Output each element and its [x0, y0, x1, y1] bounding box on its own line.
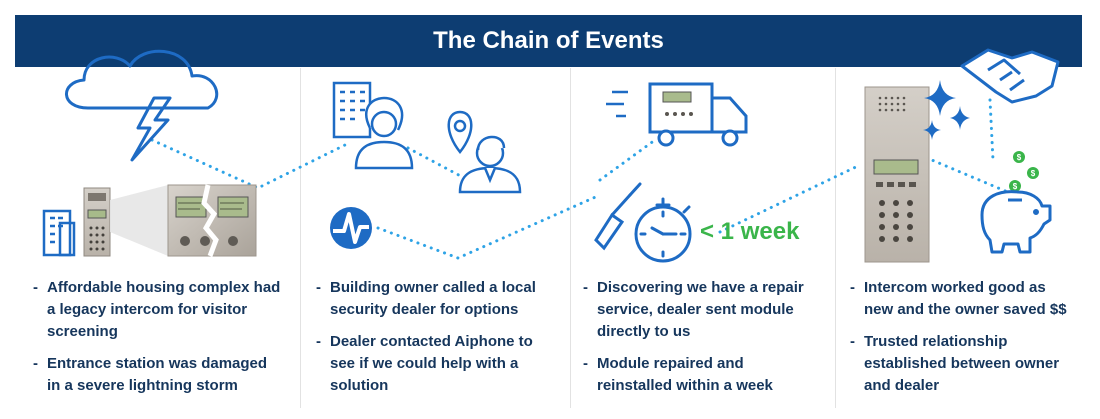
bullet-text: Dealer contacted Aiphone to see if we co… [330, 333, 533, 394]
bullet-text: Discovering we have a repair service, de… [597, 279, 804, 340]
step-3-text: -Discovering we have a repair service, d… [583, 277, 813, 407]
bullet-marker: - [850, 333, 855, 350]
woman-avatar-icon [354, 96, 414, 170]
office-building-icon [332, 81, 372, 139]
bullet-marker: - [583, 355, 588, 372]
bullet-marker: - [583, 279, 588, 296]
bullet-text: Affordable housing complex had a legacy … [47, 279, 281, 340]
piggy-bank-icon [980, 190, 1052, 254]
list-item: -Trusted relationship established betwee… [850, 331, 1078, 397]
repair-time-callout: < 1 week [700, 218, 800, 245]
bullet-text: Module repaired and reinstalled within a… [597, 355, 773, 394]
list-item: -Discovering we have a repair service, d… [583, 277, 813, 343]
svg-text:$: $ [1017, 153, 1022, 162]
step-4-text: -Intercom worked good as new and the own… [850, 277, 1078, 407]
bullet-marker: - [316, 279, 321, 296]
zoom-beam-shape [110, 185, 168, 256]
bullet-marker: - [850, 279, 855, 296]
step-1-text: -Affordable housing complex had a legacy… [33, 277, 281, 407]
bullet-marker: - [33, 279, 38, 296]
svg-text:$: $ [1013, 182, 1018, 191]
bullet-marker: - [33, 355, 38, 372]
aiphone-logo-icon [330, 207, 372, 249]
stopwatch-icon [634, 197, 692, 263]
bullet-text: Intercom worked good as new and the owne… [864, 279, 1067, 318]
intercom-panel-icon [83, 187, 111, 257]
list-item: -Dealer contacted Aiphone to see if we c… [316, 331, 550, 397]
list-item: -Module repaired and reinstalled within … [583, 353, 813, 397]
column-divider [300, 68, 301, 408]
list-item: -Intercom worked good as new and the own… [850, 277, 1078, 321]
list-item: -Entrance station was damaged in a sever… [33, 353, 281, 397]
column-divider [570, 68, 571, 408]
man-avatar-icon [458, 135, 522, 194]
bullet-marker: - [316, 333, 321, 350]
step-2-text: -Building owner called a local security … [316, 277, 550, 407]
bullet-text: Trusted relationship established between… [864, 333, 1060, 394]
delivery-truck-icon [606, 82, 748, 147]
sparkle-icon [923, 80, 970, 140]
bullet-text: Entrance station was damaged in a severe… [47, 355, 268, 394]
restored-intercom-panel-image [864, 86, 930, 263]
column-divider [835, 68, 836, 408]
location-pin-icon [447, 110, 473, 155]
lightning-cloud-icon [65, 49, 219, 162]
dollar-coins-icon: $ $ $ [1009, 151, 1039, 192]
list-item: -Building owner called a local security … [316, 277, 550, 321]
svg-text:$: $ [1031, 169, 1036, 178]
apartment-building-icon [42, 209, 76, 257]
screwdriver-icon [594, 182, 642, 251]
damaged-intercom-closeup-image [167, 184, 257, 257]
dotted-connector-path [150, 98, 1012, 260]
bullet-text: Building owner called a local security d… [330, 279, 536, 318]
page-title: The Chain of Events [433, 27, 664, 54]
list-item: -Affordable housing complex had a legacy… [33, 277, 281, 343]
header-banner: The Chain of Events [15, 15, 1082, 67]
handshake-icon [960, 48, 1060, 104]
